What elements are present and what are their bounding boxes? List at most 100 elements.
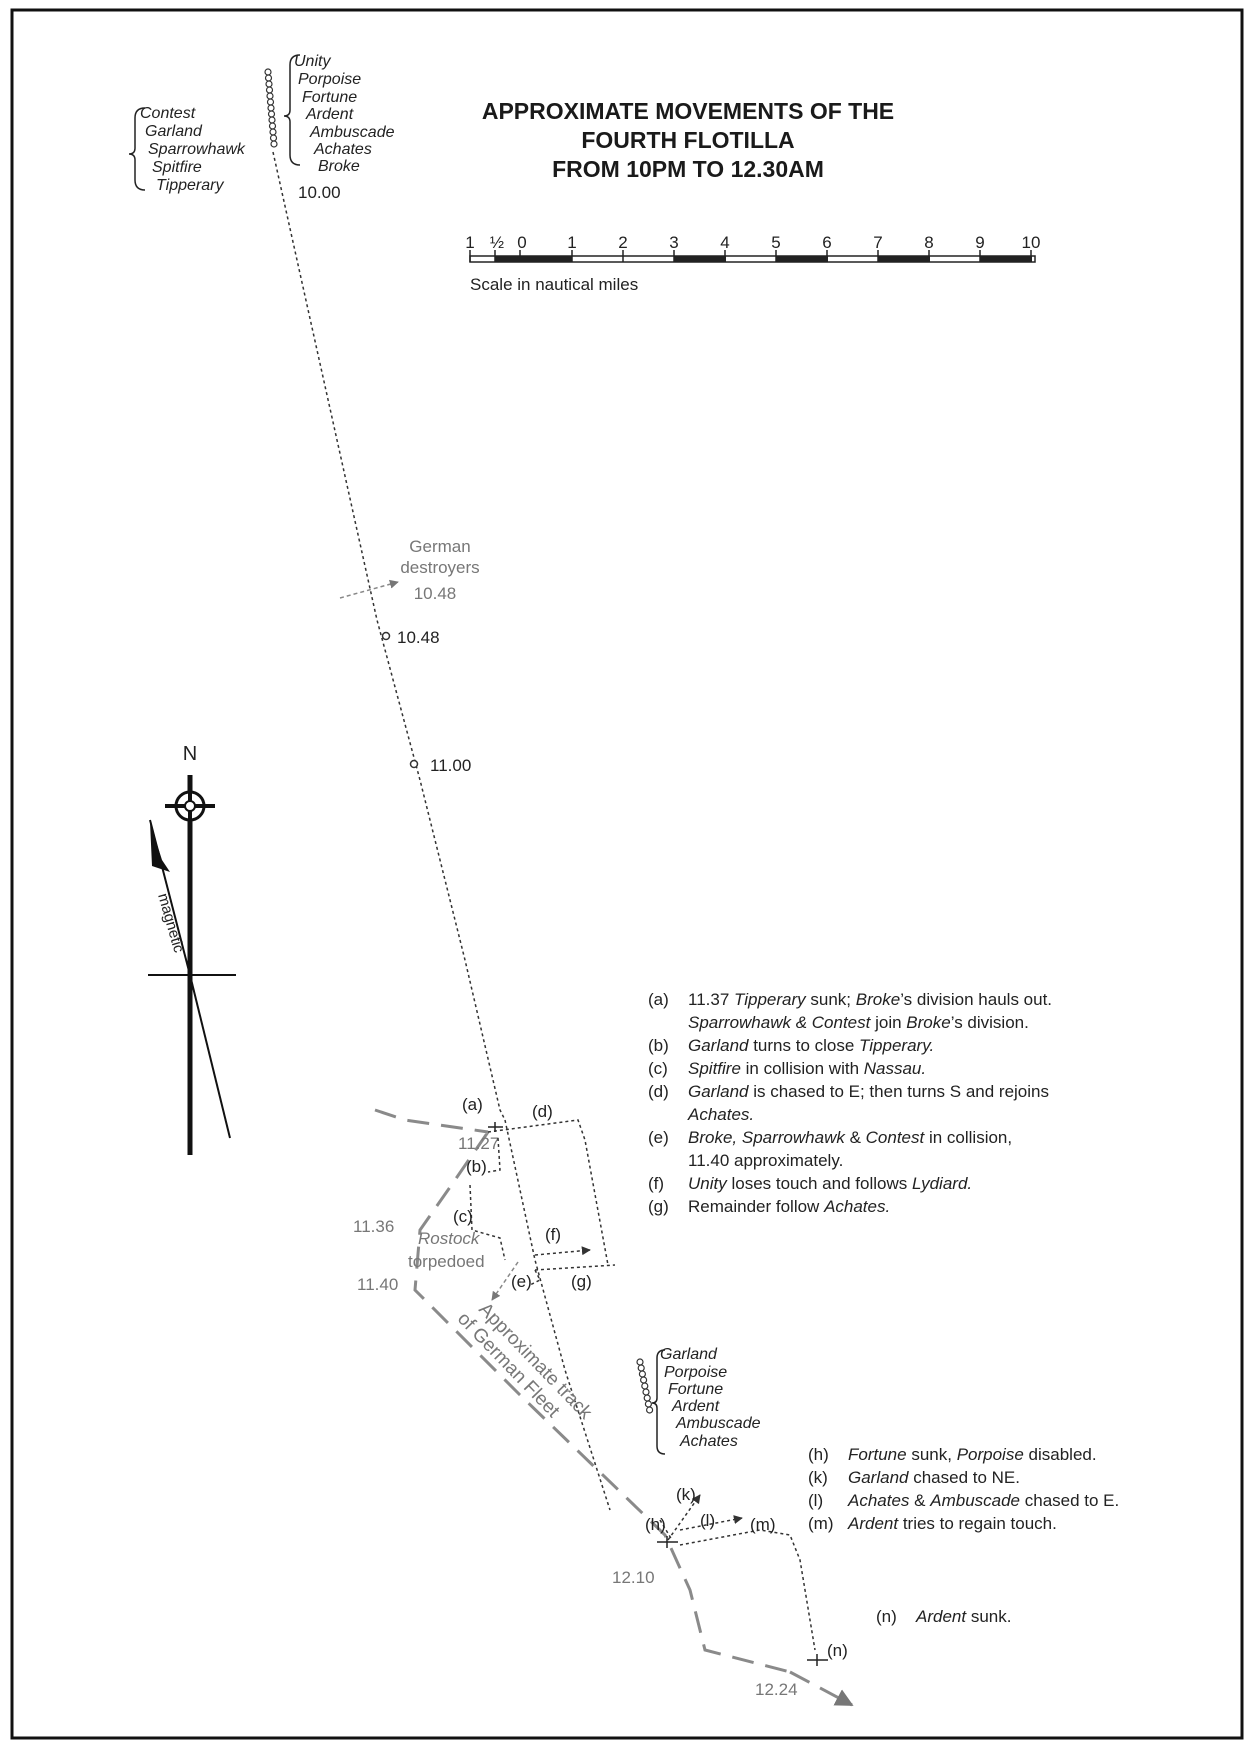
legend-key: (f) <box>648 1174 664 1193</box>
ship-marker <box>642 1388 650 1396</box>
ship-name: Achates <box>679 1433 738 1450</box>
marker-d: (d) <box>532 1102 553 1121</box>
track-e-dots <box>529 1269 542 1286</box>
ship-marker <box>643 1394 651 1402</box>
legend-text: Achates & Ambuscade chased to E. <box>847 1491 1119 1510</box>
ship-name: Garland <box>145 123 203 140</box>
legend-text: Unity loses touch and follows Lydiard. <box>688 1174 972 1193</box>
marker-c: (c) <box>453 1207 473 1226</box>
time-label: 10.48 <box>397 628 440 647</box>
scale-tick-label: 4 <box>720 233 729 252</box>
legend-n: (n) Ardent sunk. <box>876 1607 1011 1626</box>
ship-name: Porpoise <box>664 1364 727 1381</box>
scale-tick-label: 8 <box>924 233 933 252</box>
flotilla-track <box>272 151 506 1121</box>
marker-n: (n) <box>827 1641 848 1660</box>
german-destroyers-label: German <box>409 537 470 556</box>
scale-tick-label: 2 <box>618 233 627 252</box>
ship-name: Contest <box>140 105 196 122</box>
ship-marker <box>268 116 276 124</box>
legend-key: (m) <box>808 1514 833 1533</box>
track-f <box>534 1246 591 1256</box>
legend-text: Garland is chased to E; then turns S and… <box>688 1082 1049 1101</box>
scale-tick-label: 10 <box>1022 233 1041 252</box>
position-marker <box>409 759 419 769</box>
ship-marker <box>638 1370 647 1378</box>
german-fleet-arrow <box>789 1670 854 1707</box>
legend-key: (h) <box>808 1445 829 1464</box>
ship-marker <box>644 1400 653 1408</box>
start-ship-column <box>264 68 278 148</box>
scale-caption: Scale in nautical miles <box>470 275 638 294</box>
mid-ship-column <box>636 1358 654 1414</box>
marker-m: (m) <box>750 1515 775 1534</box>
marker-k: (k) <box>676 1485 696 1504</box>
ship-marker <box>266 98 275 106</box>
track-g <box>534 1264 616 1271</box>
time-label: 11.00 <box>430 756 471 775</box>
start-group-left: Contest Garland Sparrowhawk Spitfire Tip… <box>140 105 246 194</box>
ship-marker <box>636 1358 644 1366</box>
start-brace-right <box>283 54 301 166</box>
ship-marker <box>269 128 277 136</box>
sinking-marker <box>488 1122 503 1132</box>
time-label: 12.24 <box>755 1680 798 1699</box>
rostock-label: Rostock <box>418 1229 481 1248</box>
scale-tick-label: 5 <box>771 233 780 252</box>
legend-text: Garland turns to close Tipperary. <box>688 1036 934 1055</box>
start-brace-left <box>128 107 146 191</box>
german-fleet-track-label: Approximate track of German Fleet <box>453 1299 596 1424</box>
german-fleet-track <box>374 1108 791 1674</box>
ship-marker <box>266 92 274 100</box>
track-b <box>487 1137 501 1173</box>
legend-key: (g) <box>648 1197 669 1216</box>
legend-text: 11.37 Tipperary sunk; Broke’s division h… <box>688 990 1052 1009</box>
legend-key: (a) <box>648 990 669 1009</box>
ship-name: Achates <box>313 141 372 158</box>
track-c <box>469 1184 506 1261</box>
legend-text: Garland chased to NE. <box>848 1468 1020 1487</box>
ship-name: Fortune <box>668 1381 723 1398</box>
legend-a-to-g: (a) 11.37 Tipperary sunk; Broke’s divisio… <box>648 990 1052 1216</box>
marker-l: (l) <box>700 1511 715 1530</box>
title-line-3: FROM 10PM TO 12.30AM <box>552 156 824 182</box>
mid-brace <box>651 1349 666 1455</box>
compass-rose: N magnetic <box>148 743 236 1155</box>
track-d <box>487 1119 609 1266</box>
marker-e: (e) <box>511 1272 532 1291</box>
legend-key: (l) <box>808 1491 823 1510</box>
german-destroyers-label: destroyers <box>400 558 479 577</box>
german-destroyers-track <box>339 579 399 599</box>
time-label: 10.00 <box>298 183 341 202</box>
track-m <box>679 1529 816 1651</box>
time-label: 12.10 <box>612 1568 655 1587</box>
legend-text: Broke, Sparrowhawk & Contest in collisio… <box>688 1128 1012 1147</box>
legend-key: (d) <box>648 1082 669 1101</box>
marker-b: (b) <box>466 1157 487 1176</box>
scale-tick-label: ½ <box>490 233 504 252</box>
start-group-right: Unity Porpoise Fortune Ardent Ambuscade … <box>294 53 395 175</box>
legend-key: (k) <box>808 1468 828 1487</box>
ship-marker <box>267 104 275 112</box>
ship-marker <box>265 80 273 88</box>
ship-marker <box>639 1376 648 1384</box>
ship-name: Porpoise <box>298 71 361 88</box>
ship-marker <box>264 74 273 82</box>
legend-key: (n) <box>876 1607 897 1626</box>
position-marker <box>381 631 391 641</box>
sinking-marker <box>807 1654 828 1666</box>
ship-marker <box>637 1364 645 1372</box>
ship-name: Fortune <box>302 89 357 106</box>
ship-name: Spitfire <box>152 159 202 176</box>
legend-text: Ardent tries to regain touch. <box>847 1514 1057 1533</box>
legend-text: Ardent sunk. <box>915 1607 1011 1626</box>
scale-tick-label: 6 <box>822 233 831 252</box>
ship-marker <box>268 122 277 130</box>
time-label: 11.36 <box>353 1217 394 1236</box>
sinking-marker <box>657 1536 678 1548</box>
legend-text: Spitfire in collision with Nassau. <box>688 1059 926 1078</box>
marker-h: (h) <box>645 1515 666 1534</box>
ship-name: Ambuscade <box>675 1415 761 1432</box>
title-line-1: APPROXIMATE MOVEMENTS OF THE <box>482 98 894 124</box>
flotilla-track-south <box>504 1119 611 1511</box>
